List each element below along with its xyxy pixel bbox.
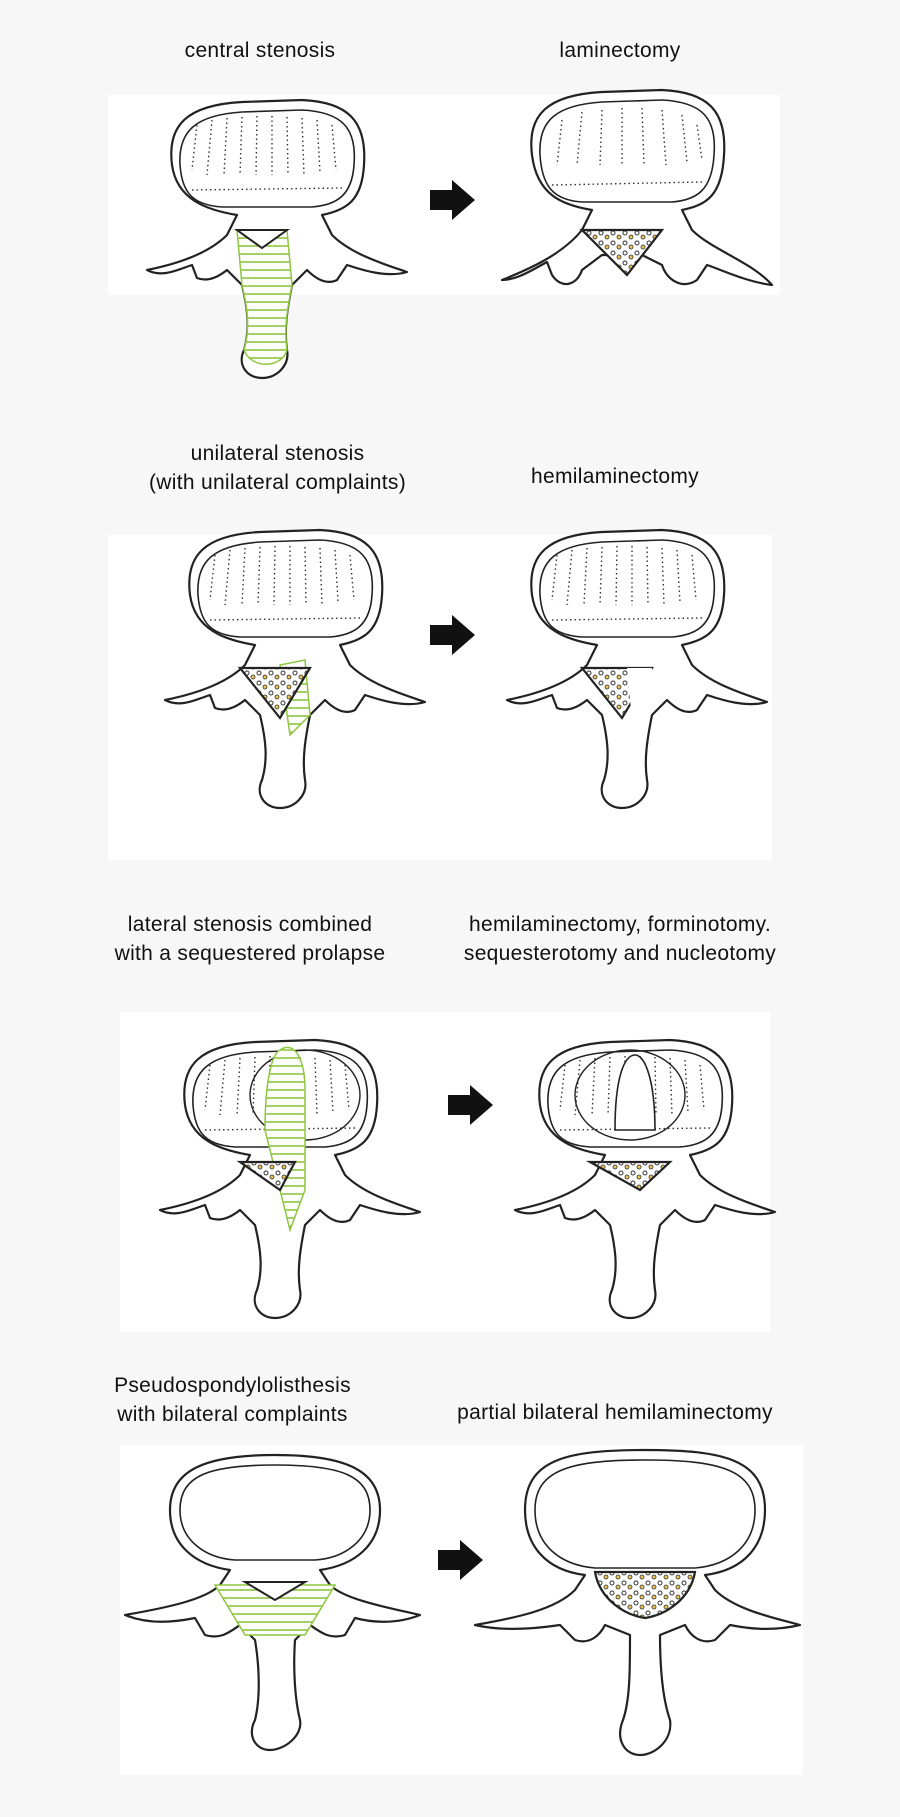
row2-after-vertebra <box>505 528 769 810</box>
row4-after-canal <box>593 1570 697 1620</box>
row1-stenosis-hatch <box>236 229 293 365</box>
row4-before-label: Pseudospondylolisthesis with bilateral c… <box>114 1374 351 1426</box>
row3-after-label: hemilaminectomy, forminotomy. sequestero… <box>463 913 777 965</box>
row2-canal <box>237 666 312 720</box>
row2-before-label: unilateral stenosis (with unilateral com… <box>149 442 406 494</box>
row1-canal <box>233 229 291 250</box>
row3-arrow <box>448 1085 493 1125</box>
row4-canal <box>241 1581 309 1602</box>
row3-resected-prolapse <box>614 1054 656 1131</box>
row2-after-label: hemilaminectomy <box>531 465 699 488</box>
row3-before-vertebra <box>158 1038 422 1320</box>
row4-after-vertebra <box>473 1448 802 1757</box>
right-arrow-icon <box>438 1540 483 1580</box>
right-arrow-icon <box>430 615 475 655</box>
row3-canal <box>236 1160 297 1192</box>
row3-after-vertebra <box>513 1038 777 1320</box>
row4-after-label: partial bilateral hemilaminectomy <box>457 1401 773 1424</box>
row4-arrow <box>438 1540 483 1580</box>
right-arrow-icon <box>430 180 475 220</box>
row2-before-vertebra <box>163 528 427 810</box>
row1-before-label: central stenosis <box>184 39 336 62</box>
right-arrow-icon <box>448 1085 493 1125</box>
row3-before-label: lateral stenosis combined with a sequest… <box>114 913 386 965</box>
row1-arrow <box>430 180 475 220</box>
row3-prolapse-hatch <box>264 1046 306 1233</box>
row1-after-canal <box>579 228 665 277</box>
row4-before-vertebra <box>123 1453 422 1752</box>
row3-after-canal <box>585 1160 673 1192</box>
row2-arrow <box>430 615 475 655</box>
row1-before-vertebra <box>145 98 409 380</box>
row1-after-vertebra <box>500 88 774 287</box>
row1-after-label: laminectomy <box>559 39 681 62</box>
